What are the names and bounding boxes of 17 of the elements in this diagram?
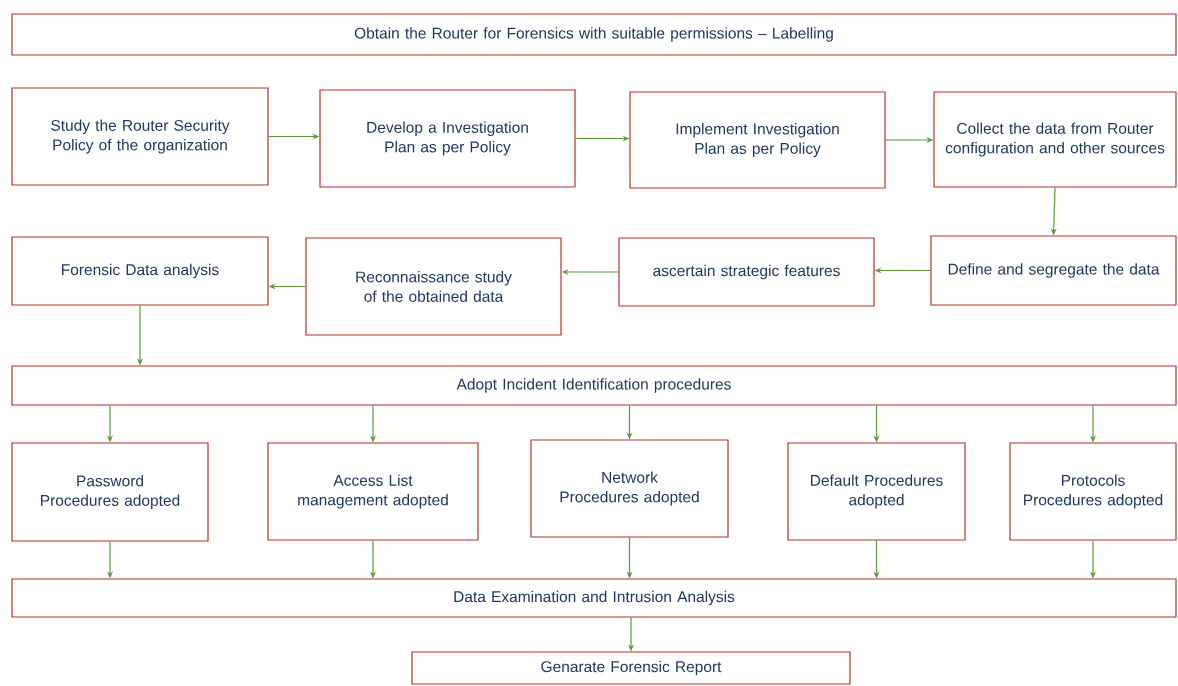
process-box: ascertain strategic features	[618, 237, 875, 307]
process-box: Implement Investigation Plan as per Policy	[629, 91, 886, 189]
process-box: Reconnaissance study of the obtained data	[305, 237, 562, 336]
step-banner: Adopt Incident Identification procedures	[11, 365, 1177, 406]
step-banner: Genarate Forensic Report	[411, 651, 851, 685]
step-banner: Data Examination and Intrusion Analysis	[11, 578, 1177, 618]
process-box: Forensic Data analysis	[11, 236, 269, 306]
process-box: Default Procedures adopted	[787, 442, 966, 541]
process-box: Develop a Investigation Plan as per Policy	[319, 89, 576, 188]
process-box: Collect the data from Router configuration and other sources	[933, 91, 1177, 188]
process-box: Network Procedures adopted	[530, 439, 729, 538]
step-banner: Obtain the Router for Forensics with suitable permissions – Labelling	[11, 13, 1177, 56]
process-box: Protocols Procedures adopted	[1009, 442, 1177, 541]
process-box: Access List management adopted	[267, 442, 479, 541]
process-box: Password Procedures adopted	[11, 442, 209, 542]
process-box: Define and segregate the data	[930, 235, 1177, 306]
process-box: Study the Router Security Policy of the organization	[11, 87, 269, 186]
